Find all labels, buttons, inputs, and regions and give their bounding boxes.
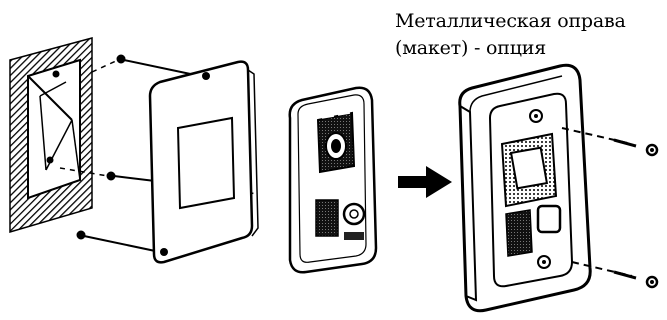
metal-frame-caption: Металлическая оправа (макет) - опция [395,8,665,62]
caption-line-1: Металлическая оправа [395,10,626,32]
frame-screws [561,127,659,289]
mounting-plate [148,60,259,264]
wall-section [9,37,93,234]
caption-line-2: (макет) - опция [395,37,547,59]
door-station-unit [288,86,378,274]
right-arrow-icon [398,166,452,198]
assembled-unit-with-frame [458,63,592,313]
